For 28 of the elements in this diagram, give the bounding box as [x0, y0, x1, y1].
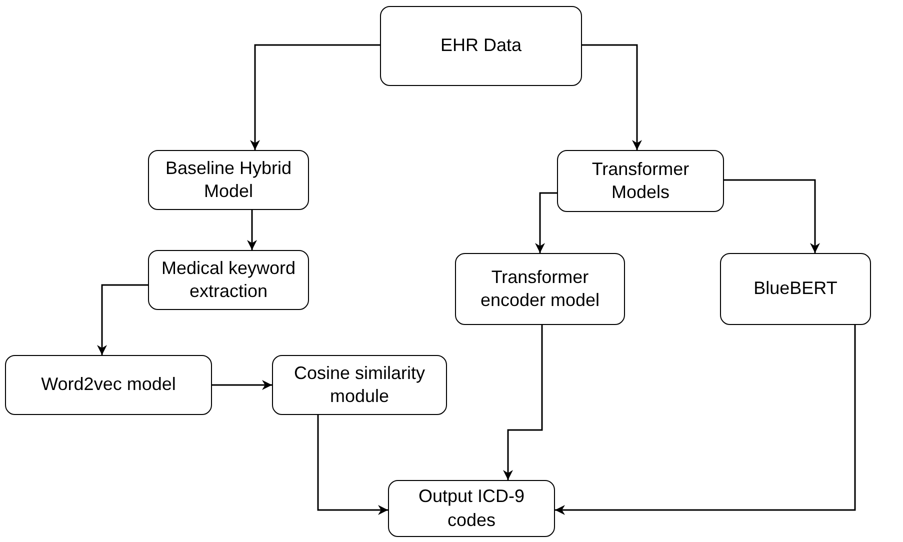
arrow: [724, 179, 820, 253]
box-label: Output ICD-9 codes: [417, 485, 526, 532]
arrow: [97, 284, 148, 355]
process-box: [455, 253, 625, 325]
arrow: [555, 325, 856, 515]
process-box: [148, 150, 309, 210]
arrow: [582, 44, 642, 150]
box-label: Word2vec model: [41, 373, 176, 396]
box-label: Cosine similarity module: [292, 362, 426, 408]
box-label: Baseline Hybrid Model: [164, 156, 293, 203]
box-label: BlueBERT: [754, 277, 838, 300]
process-box: [557, 150, 724, 212]
arrow: [212, 380, 272, 390]
arrow: [503, 325, 543, 480]
process-box: [148, 250, 309, 310]
box-label: Transformer Models: [590, 158, 690, 204]
box-label: Medical keyword extraction: [160, 256, 297, 303]
arrow: [317, 415, 388, 515]
arrow: [535, 192, 557, 253]
process-box: [272, 355, 447, 415]
process-box: [5, 355, 212, 415]
process-box: [388, 480, 555, 537]
process-box: [720, 253, 871, 325]
process-box: [380, 6, 582, 86]
box-label: EHR Data: [440, 34, 522, 58]
box-label: Transformer encoder model: [479, 266, 601, 312]
arrow: [247, 210, 257, 250]
arrow: [250, 44, 380, 150]
